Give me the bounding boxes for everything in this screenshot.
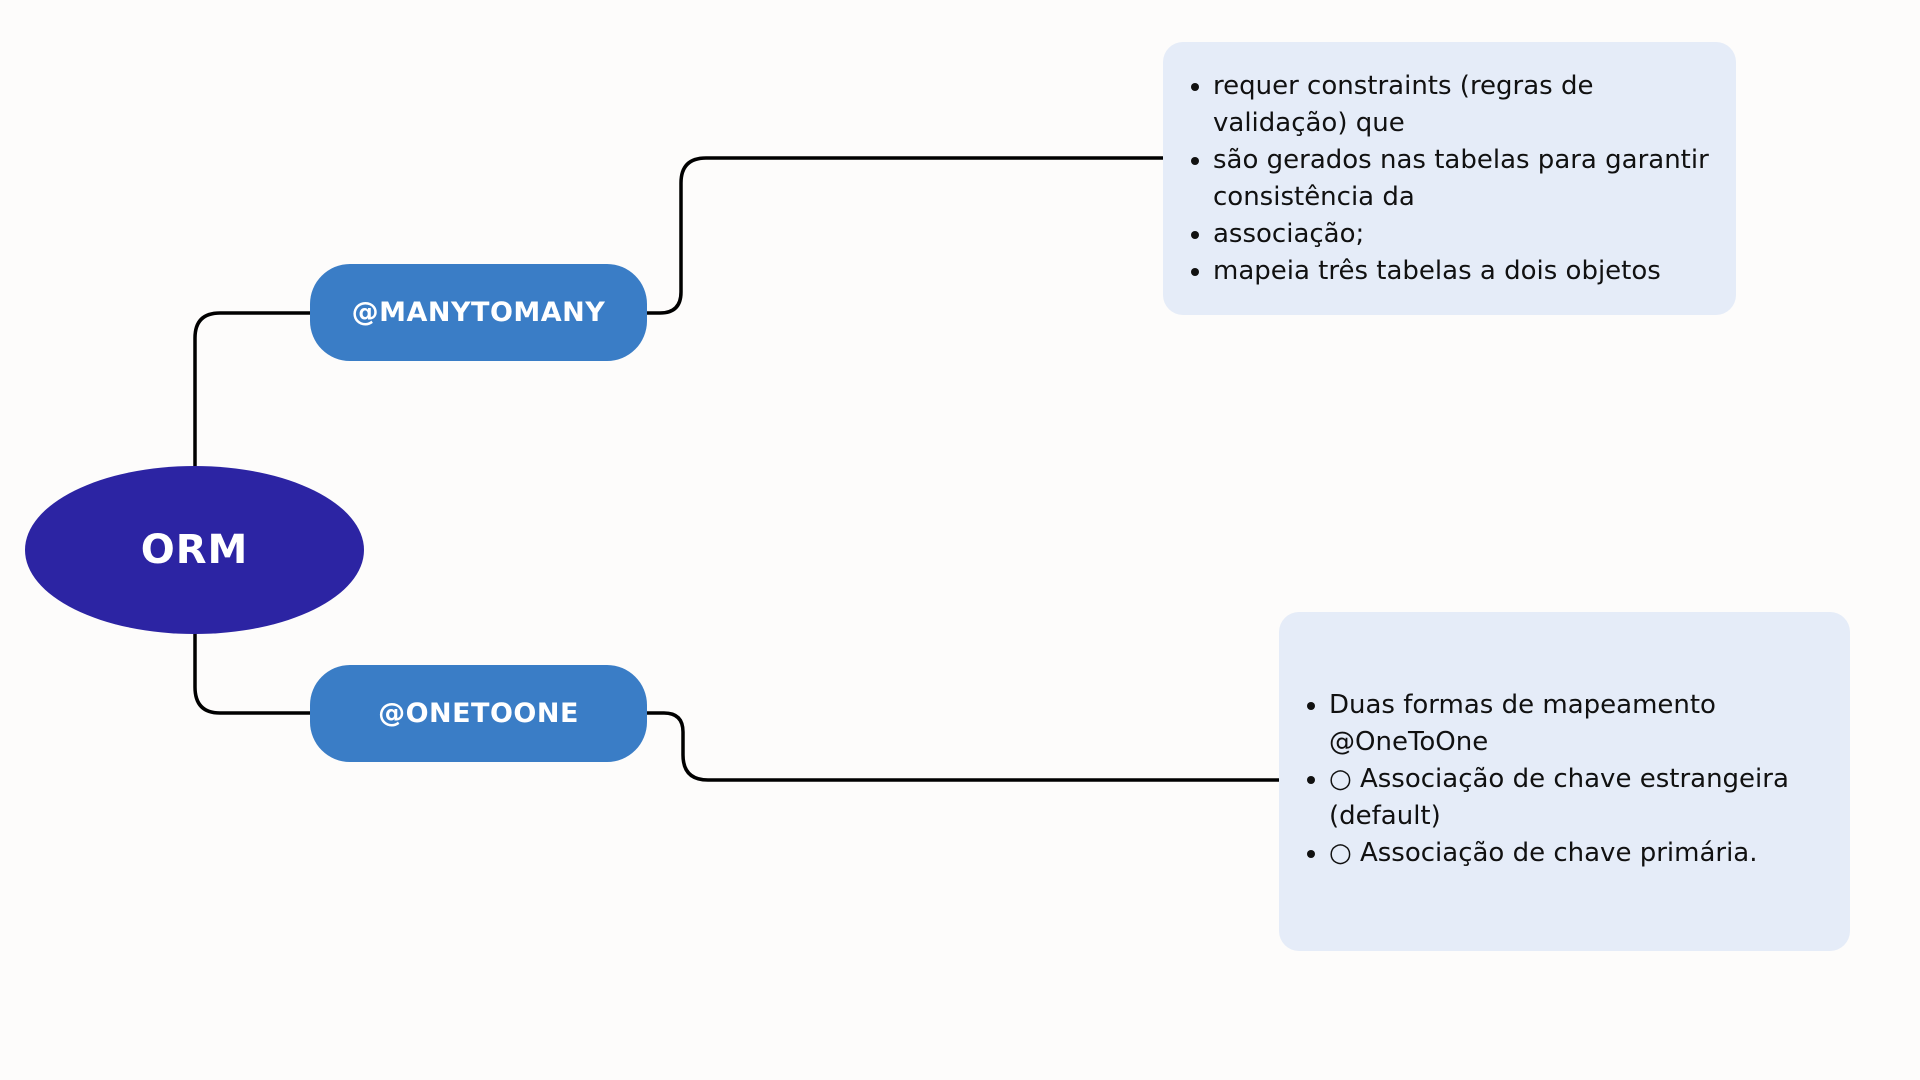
branch-node-onetoone: @ONETOONE — [310, 665, 647, 762]
branch-node-label: @MANYTOMANY — [351, 297, 606, 328]
connector-root-to-onetoone — [193, 632, 312, 715]
note-item: ○ Associação de chave primária. — [1329, 835, 1850, 872]
note-list: Duas formas de mapeamento @OneToOne ○ As… — [1279, 687, 1850, 872]
root-node-orm: ORM — [25, 466, 364, 634]
note-item: requer constraints (regras de validação)… — [1213, 68, 1736, 142]
note-box-manytomany: requer constraints (regras de validação)… — [1163, 42, 1736, 315]
note-box-onetoone: Duas formas de mapeamento @OneToOne ○ As… — [1279, 612, 1850, 951]
connector-manytomany-to-note — [645, 156, 1165, 315]
branch-node-manytomany: @MANYTOMANY — [310, 264, 647, 361]
connector-onetoone-to-note — [645, 711, 1281, 782]
note-item: são gerados nas tabelas para garantir co… — [1213, 142, 1736, 216]
note-item: ○ Associação de chave estrangeira (defau… — [1329, 761, 1850, 835]
note-item: mapeia três tabelas a dois objetos — [1213, 253, 1736, 290]
branch-node-label: @ONETOONE — [378, 698, 579, 729]
connector-root-to-manytomany — [193, 311, 312, 468]
note-item: Duas formas de mapeamento @OneToOne — [1329, 687, 1850, 761]
root-node-label: ORM — [140, 527, 249, 573]
note-list: requer constraints (regras de validação)… — [1163, 68, 1736, 290]
note-item: associação; — [1213, 216, 1736, 253]
